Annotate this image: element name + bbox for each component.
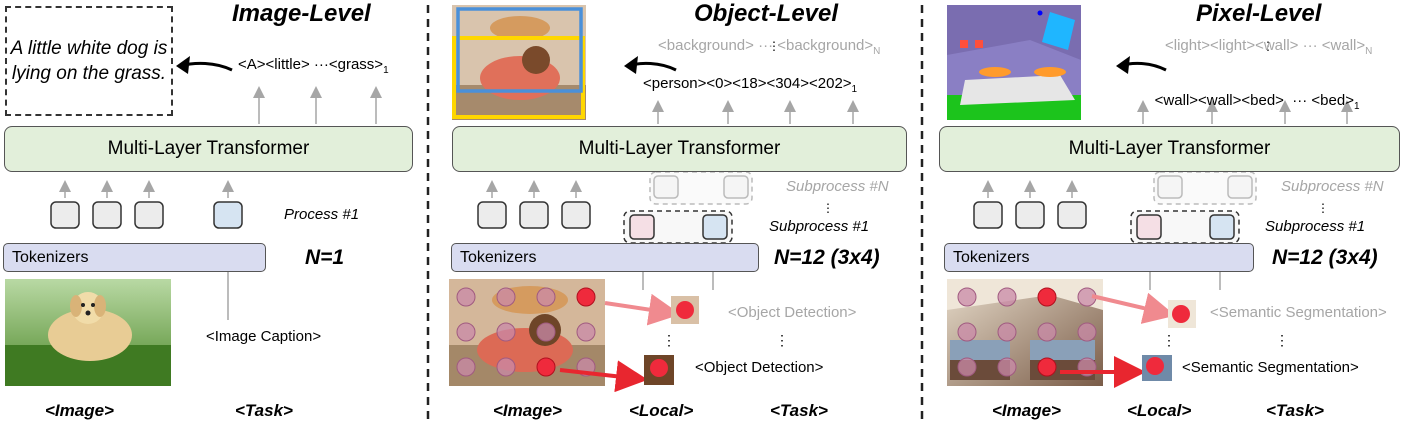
p3-task-text: <Semantic Segmentation> bbox=[1182, 359, 1359, 376]
p2-footer-task: <Task> bbox=[770, 401, 828, 420]
p2-task-text: <Object Detection> bbox=[695, 359, 824, 376]
p3-tokenizer-block: Tokenizers bbox=[944, 243, 1254, 272]
sample-point bbox=[957, 287, 977, 307]
sample-point bbox=[456, 287, 476, 307]
sample-point bbox=[576, 322, 596, 342]
sample-point bbox=[496, 287, 516, 307]
p3-transformer-block: Multi-Layer Transformer bbox=[939, 126, 1400, 172]
p2-red-arrow bbox=[559, 360, 648, 393]
sample-point bbox=[997, 287, 1017, 307]
p3-local-dots: ⋮ bbox=[1162, 332, 1176, 348]
p2-footer-local: <Local> bbox=[629, 401, 694, 420]
dog-photo bbox=[5, 279, 171, 386]
p2-output-dots: ⋮ bbox=[768, 39, 780, 53]
sample-point bbox=[957, 357, 977, 377]
sample-point-active bbox=[536, 357, 556, 377]
p3-subproc-dots: ⋮ bbox=[1317, 201, 1329, 215]
sample-point bbox=[536, 287, 556, 307]
p3-footer-local: <Local> bbox=[1127, 401, 1192, 420]
p1-token-boxes bbox=[50, 201, 243, 229]
p1-footer-image: <Image> bbox=[45, 401, 114, 420]
p2-subproc-dots: ⋮ bbox=[822, 201, 834, 215]
caption-text: A little white dog is lying on the grass… bbox=[10, 38, 168, 84]
sample-point bbox=[1037, 322, 1057, 342]
p3-footer-task: <Task> bbox=[1266, 401, 1324, 420]
sample-point bbox=[496, 357, 516, 377]
sample-point bbox=[456, 357, 476, 377]
p2-n-label: N=12 (3x4) bbox=[774, 246, 880, 269]
p2-task-gray: <Object Detection> bbox=[728, 304, 857, 321]
p3-n-label: N=12 (3x4) bbox=[1272, 246, 1378, 269]
p2-pink-arrow bbox=[604, 293, 681, 326]
panel-title-object-level: Object-Level bbox=[694, 0, 839, 27]
sample-point-active bbox=[576, 287, 596, 307]
p2-subprocess-1: Subprocess #1 bbox=[769, 218, 870, 235]
p1-transformer-block: Multi-Layer Transformer bbox=[4, 126, 413, 172]
sample-point-active bbox=[1037, 357, 1057, 377]
p3-subprocess-n: Subprocess #N bbox=[1281, 178, 1384, 195]
p3-local-patches bbox=[1142, 300, 1196, 381]
sample-point bbox=[1077, 322, 1097, 342]
caption-text-box: A little white dog is lying on the grass… bbox=[5, 6, 173, 116]
sample-point bbox=[536, 322, 556, 342]
p2-sample-points bbox=[456, 287, 596, 377]
p2-token-boxes bbox=[477, 171, 753, 244]
p1-tokenizer-block: Tokenizers bbox=[3, 243, 266, 272]
p3-output-tokens: <wall><wall><bed> ··· <bed>1 bbox=[1154, 92, 1360, 112]
panel-title-pixel-level: Pixel-Level bbox=[1196, 0, 1322, 27]
p2-output-tokens: <person><0><18><304><202>1 bbox=[643, 75, 858, 95]
segmentation-map bbox=[947, 5, 1081, 120]
cat-child-photo bbox=[452, 5, 586, 120]
p1-task-text: <Image Caption> bbox=[206, 328, 322, 345]
p3-task-gray: <Semantic Segmentation> bbox=[1210, 304, 1387, 321]
p1-output-tokens: <A><little> ···<grass>1 bbox=[238, 56, 389, 76]
sample-point bbox=[997, 357, 1017, 377]
sample-point bbox=[496, 322, 516, 342]
p2-tokenizer-block: Tokenizers bbox=[451, 243, 759, 272]
panel-title-image-level: Image-Level bbox=[232, 0, 371, 27]
p2-subprocess-n: Subprocess #N bbox=[786, 178, 889, 195]
p2-output-gray: <background> ··· <background>N bbox=[658, 37, 881, 57]
p3-token-boxes bbox=[973, 171, 1257, 244]
sample-point-active bbox=[1037, 287, 1057, 307]
p3-pink-arrow bbox=[1091, 292, 1176, 324]
p3-output-gray: <light><light><wall> ··· <wall>N bbox=[1165, 37, 1373, 57]
p3-sample-points bbox=[957, 287, 1097, 377]
p3-output-dots: ⋮ bbox=[1262, 39, 1274, 53]
p1-footer-task: <Task> bbox=[235, 401, 293, 420]
sample-point bbox=[997, 322, 1017, 342]
p2-footer-image: <Image> bbox=[493, 401, 562, 420]
p3-task-dots: ⋮ bbox=[1275, 332, 1289, 348]
sample-point bbox=[456, 322, 476, 342]
p2-task-dots: ⋮ bbox=[775, 332, 789, 348]
p2-local-dots: ⋮ bbox=[662, 332, 676, 348]
p1-n-label: N=1 bbox=[305, 246, 345, 269]
p2-local-patches bbox=[644, 296, 699, 385]
p1-process-label: Process #1 bbox=[284, 206, 360, 223]
p2-transformer-block: Multi-Layer Transformer bbox=[452, 126, 907, 172]
p3-footer-image: <Image> bbox=[992, 401, 1061, 420]
sample-point bbox=[957, 322, 977, 342]
p3-subprocess-1: Subprocess #1 bbox=[1265, 218, 1366, 235]
